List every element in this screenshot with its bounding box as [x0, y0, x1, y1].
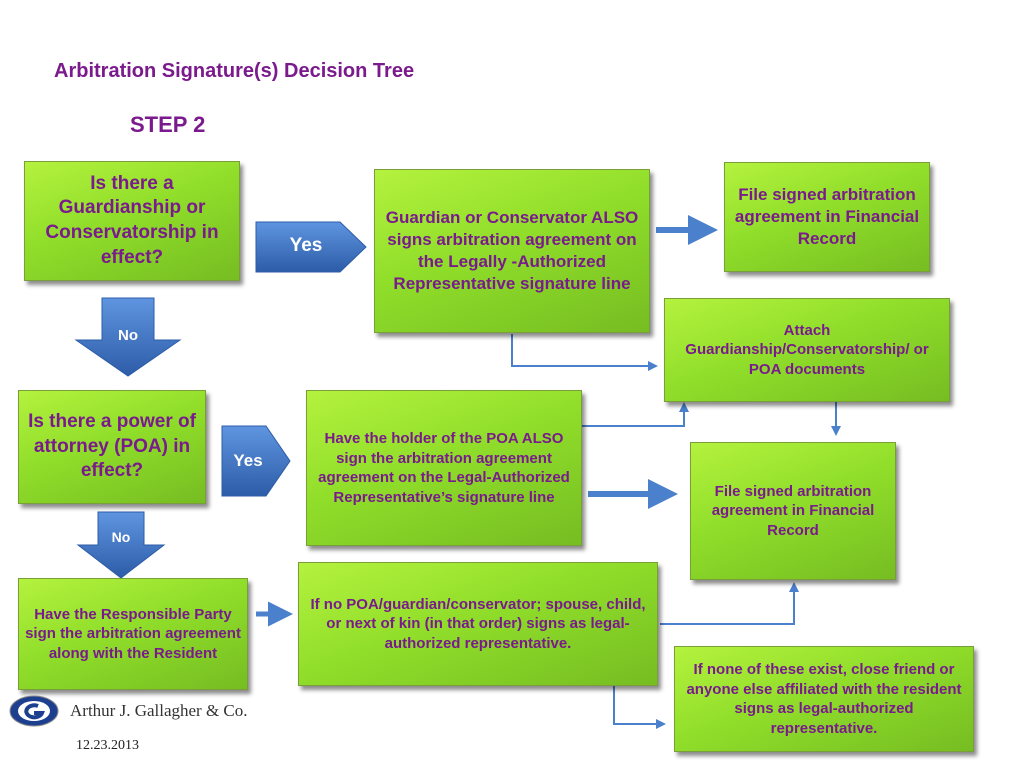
poa-signs-box: Have the holder of the POA ALSO sign the… — [306, 390, 582, 546]
guardian-signs-text: Guardian or Conservator ALSO signs arbit… — [385, 207, 639, 294]
file-signed-top-text: File signed arbitration agreement in Fin… — [734, 184, 920, 249]
next-of-kin-box: If no POA/guardian/conservator; spouse, … — [298, 562, 658, 686]
guardianship-question-box: Is there a Guardianship or Conservatorsh… — [24, 161, 240, 281]
yes-label-1: Yes — [289, 235, 323, 256]
no-arrow-2 — [76, 511, 166, 579]
company-logo: Arthur J. Gallagher & Co. — [8, 694, 248, 728]
poa-question-box: Is there a power of attorney (POA) in ef… — [18, 390, 206, 504]
yes-arrow-2 — [221, 425, 291, 497]
yes-arrow-1 — [255, 221, 367, 273]
attach-documents-text: Attach Guardianship/Conservatorship/ or … — [685, 321, 929, 378]
file-signed-mid-box: File signed arbitration agreement in Fin… — [690, 442, 896, 580]
connector-poa-to-attach — [582, 402, 689, 427]
connector-kin-to-friend — [613, 686, 666, 729]
guardianship-question-text: Is there a Guardianship or Conservatorsh… — [45, 172, 219, 268]
connector-kin-to-file — [660, 582, 799, 625]
gallagher-logo-icon — [9, 695, 59, 727]
file-signed-top-box: File signed arbitration agreement in Fin… — [724, 162, 930, 272]
guardian-signs-box: Guardian or Conservator ALSO signs arbit… — [374, 169, 650, 333]
attach-documents-box: Attach Guardianship/Conservatorship/ or … — [664, 298, 950, 402]
responsible-party-box: Have the Responsible Party sign the arbi… — [18, 578, 248, 690]
file-signed-mid-text: File signed arbitration agreement in Fin… — [711, 482, 875, 539]
responsible-party-text: Have the Responsible Party sign the arbi… — [25, 605, 241, 662]
date-stamp: 12.23.2013 — [76, 738, 139, 753]
no-label-2: No — [111, 529, 131, 545]
page-title: Arbitration Signature(s) Decision Tree — [54, 60, 415, 82]
connector-guardian-to-attach — [511, 334, 658, 371]
company-name: Arthur J. Gallagher & Co. — [70, 701, 248, 720]
close-friend-text: If none of these exist, close friend or … — [686, 661, 962, 737]
step-label: STEP 2 — [130, 112, 206, 137]
no-arrow-1 — [74, 297, 182, 377]
yes-label-2: Yes — [233, 451, 263, 470]
poa-question-text: Is there a power of attorney (POA) in ef… — [28, 410, 196, 482]
next-of-kin-text: If no POA/guardian/conservator; spouse, … — [310, 595, 646, 652]
no-label-1: No — [118, 327, 138, 344]
close-friend-box: If none of these exist, close friend or … — [674, 646, 974, 752]
poa-signs-text: Have the holder of the POA ALSO sign the… — [318, 430, 570, 506]
